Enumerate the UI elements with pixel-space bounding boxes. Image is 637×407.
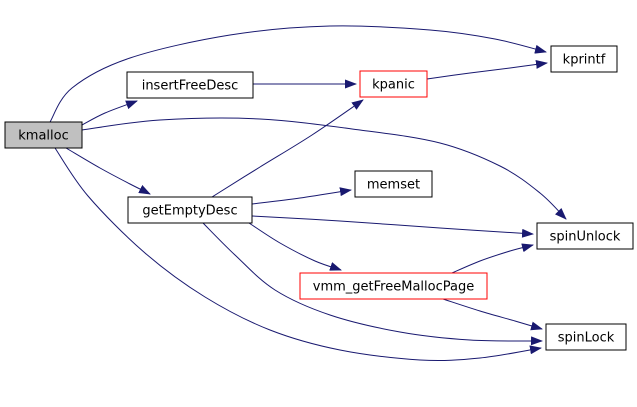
edge-getEmptyDesc-to-kpanic [211,99,364,198]
node-label-getEmptyDesc: getEmptyDesc [142,204,237,219]
edge-vmm_getFreeMallocPage-to-spinLock [442,298,543,331]
edge-kmalloc-to-kprintf [49,25,547,123]
node-insertFreeDesc[interactable]: insertFreeDesc [126,71,254,99]
edge-kmalloc-to-spinUnlock [81,117,567,220]
node-box-kpanic[interactable] [359,70,428,98]
node-box-memset[interactable] [354,170,433,198]
node-label-vmm_getFreeMallocPage: vmm_getFreeMallocPage [313,280,474,295]
edge-getEmptyDesc-to-spinLock [202,222,543,346]
node-getEmptyDesc[interactable]: getEmptyDesc [127,196,253,224]
node-box-spinLock[interactable] [545,323,627,351]
node-box-insertFreeDesc[interactable] [126,71,254,99]
node-label-spinLock: spinLock [558,331,615,346]
node-box-vmm_getFreeMallocPage[interactable] [299,272,488,300]
node-spinLock[interactable]: spinLock [545,323,627,351]
edge-kmalloc-to-insertFreeDesc [81,100,138,126]
node-spinUnlock[interactable]: spinUnlock [536,222,634,250]
node-label-kmalloc: kmalloc [18,129,68,144]
edge-vmm_getFreeMallocPage-to-spinUnlock [451,243,534,274]
node-label-insertFreeDesc: insertFreeDesc [142,79,239,94]
node-kpanic[interactable]: kpanic [359,70,428,98]
edge-kmalloc-to-getEmptyDesc [65,147,151,195]
node-label-spinUnlock: spinUnlock [550,230,621,245]
edge-getEmptyDesc-to-vmm_getFreeMallocPage [248,222,342,271]
node-label-kpanic: kpanic [372,78,415,93]
node-kmalloc: kmalloc [4,121,83,149]
node-vmm_getFreeMallocPage[interactable]: vmm_getFreeMallocPage [299,272,488,300]
node-kprintf[interactable]: kprintf [550,45,618,73]
node-box-kprintf[interactable] [550,45,618,73]
node-box-kmalloc [4,121,83,149]
edge-getEmptyDesc-to-spinUnlock [251,215,534,238]
node-box-getEmptyDesc[interactable] [127,196,253,224]
node-label-kprintf: kprintf [563,53,606,68]
edge-kmalloc-to-spinLock [54,147,542,362]
node-label-memset: memset [367,178,420,193]
edge-kpanic-to-kprintf [426,59,548,80]
node-memset[interactable]: memset [354,170,433,198]
node-box-spinUnlock[interactable] [536,222,634,250]
edge-getEmptyDesc-to-memset [251,187,352,205]
